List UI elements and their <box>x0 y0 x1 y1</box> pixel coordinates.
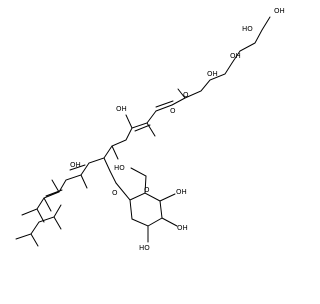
label-oh1: OH <box>274 7 285 15</box>
label-oh5: OH <box>116 105 127 113</box>
label-ether-o: O <box>112 189 118 197</box>
label-ester-o: O <box>183 91 189 99</box>
label-oh9: HO <box>139 244 150 252</box>
label-oh3: OH <box>230 52 241 60</box>
label-oh6: OH <box>70 161 81 169</box>
label-ch2oh: HO <box>114 164 125 172</box>
label-oh4: OH <box>207 70 218 78</box>
bond-lines <box>15 16 271 247</box>
label-carbonyl-o: O <box>170 107 176 115</box>
label-oh2: HO <box>242 25 253 33</box>
chemical-structure-diagram: OH HO OH OH O O OH OH O O HO OH OH HO <box>15 7 285 252</box>
label-ring-o: O <box>144 186 150 194</box>
atom-labels: OH HO OH OH O O OH OH O O HO OH OH HO <box>70 7 285 252</box>
label-oh8: OH <box>177 224 188 232</box>
label-oh7: OH <box>176 188 187 196</box>
structure-canvas: OH HO OH OH O O OH OH O O HO OH OH HO <box>15 7 285 252</box>
